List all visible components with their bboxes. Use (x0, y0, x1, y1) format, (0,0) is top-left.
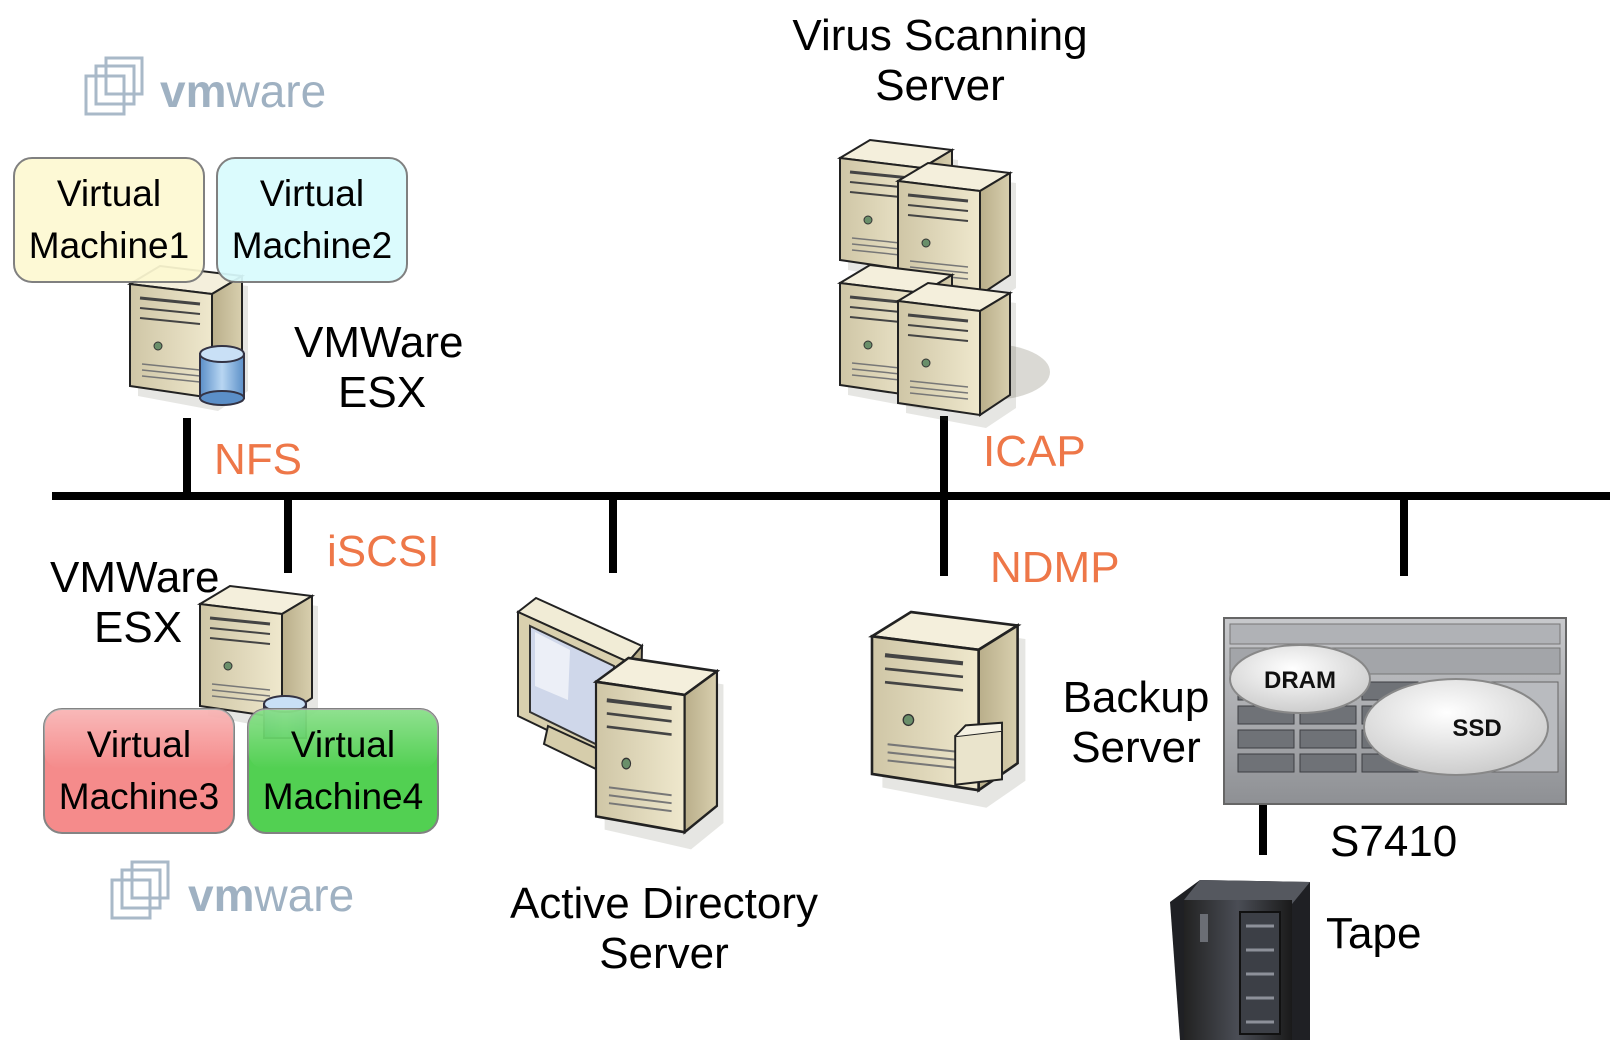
vmware-logo-icon (110, 860, 170, 920)
s7410-storage-icon: DRAM SSD (1223, 617, 1567, 805)
vm2-label-line1: Virtual (260, 173, 364, 214)
vmware-logo-icon (84, 56, 144, 116)
ad-server-label-line1: Active Directory (510, 879, 818, 928)
icap-label: ICAP (983, 427, 1086, 476)
vmware-logo-bottom: vmware (110, 860, 354, 921)
esx-top-label-line2: ESX (338, 368, 426, 417)
svg-text:vmware: vmware (160, 65, 326, 117)
ad-server-label-line2: Server (599, 929, 729, 978)
esx-top-server-icon (128, 264, 250, 413)
vm4-label-line2: Machine4 (263, 776, 423, 817)
vm1-box[interactable]: Virtual Machine1 (13, 157, 205, 283)
vm3-box[interactable]: Virtual Machine3 (43, 708, 235, 834)
vm1-label-line1: Virtual (57, 173, 161, 214)
dram-oval (1229, 644, 1371, 714)
vm2-label-line2: Machine2 (232, 225, 392, 266)
network-bus (52, 416, 1610, 855)
tape-label: Tape (1326, 909, 1421, 958)
iscsi-label: iSCSI (327, 527, 439, 576)
backup-server-icon (872, 612, 1025, 808)
vm2-box[interactable]: Virtual Machine2 (216, 157, 408, 283)
esx-top-label-line1: VMWare (294, 318, 464, 367)
esx-bottom-label-line2: ESX (94, 603, 182, 652)
virus-server-label-line1: Virus Scanning (792, 11, 1087, 60)
svg-text:vmware: vmware (188, 869, 354, 921)
tape-library-icon (1170, 880, 1310, 1040)
ndmp-label: NDMP (990, 543, 1120, 592)
vmware-logo-top: vmware (84, 56, 326, 117)
vm4-label-line1: Virtual (291, 724, 395, 765)
virus-server-label-line2: Server (875, 61, 1005, 110)
tape-cartridge-icon (954, 721, 1003, 786)
ad-server-icon (516, 596, 726, 852)
database-icon (199, 345, 245, 406)
nfs-label: NFS (214, 435, 302, 484)
ssd-oval (1363, 678, 1549, 776)
esx-bottom-label-line1: VMWare (50, 553, 220, 602)
dram-label: DRAM (1264, 667, 1336, 694)
vm3-label-line1: Virtual (87, 724, 191, 765)
vm4-box[interactable]: Virtual Machine4 (247, 708, 439, 834)
backup-server-label-line2: Server (1071, 723, 1201, 772)
backup-server-label-line1: Backup (1063, 673, 1210, 722)
vm1-label-line2: Machine1 (29, 225, 189, 266)
virus-server-cluster-icon (838, 138, 1050, 430)
vm3-label-line2: Machine3 (59, 776, 219, 817)
s7410-label: S7410 (1330, 817, 1457, 866)
ssd-label: SSD (1452, 715, 1501, 742)
